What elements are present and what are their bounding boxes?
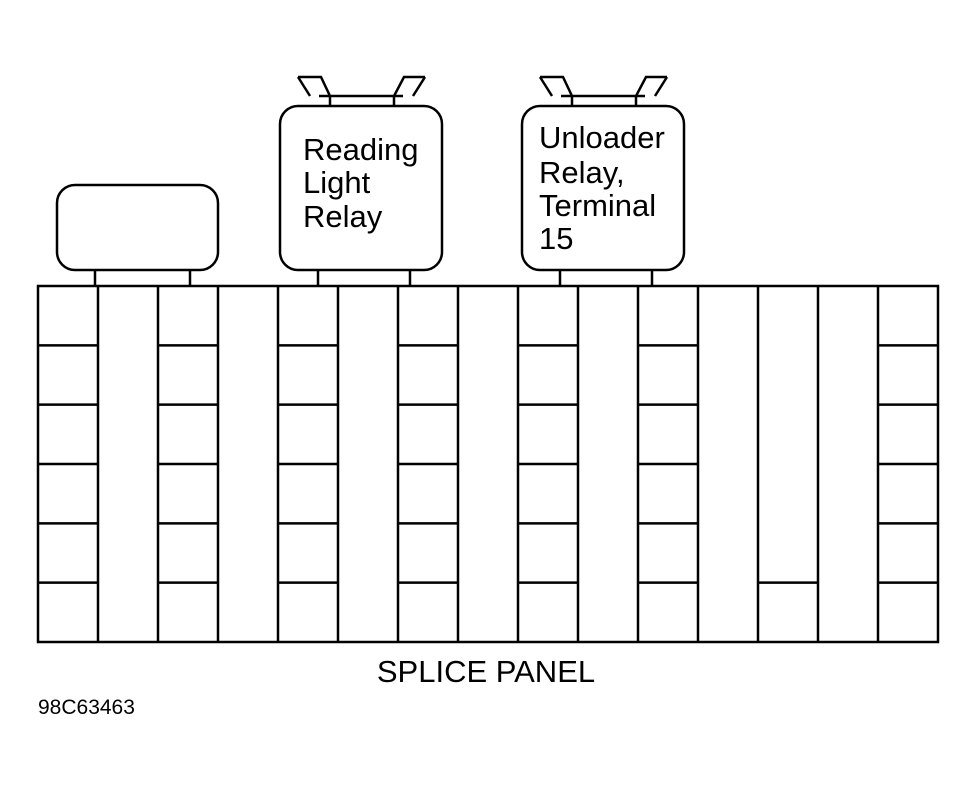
- relay-unloader-label-line4: 15: [539, 221, 573, 256]
- figure-id: 98C63463: [38, 696, 135, 719]
- relay-reading-light: Reading Light Relay: [278, 75, 444, 286]
- relay-unloader-pins: [558, 270, 654, 286]
- relay-empty-pins: [93, 270, 192, 286]
- relay-empty: [55, 183, 220, 286]
- relay-unloader-body: [520, 104, 686, 272]
- splice-panel-label: SPLICE PANEL: [377, 654, 595, 689]
- relay-unloader: Unloader Relay, Terminal 15: [520, 75, 686, 286]
- relay-unloader-label-line3: Terminal: [539, 188, 656, 223]
- relay-reading-light-label-line2: Light: [303, 165, 371, 200]
- relay-reading-light-top-connector: [296, 75, 427, 106]
- relay-unloader-top-connector: [538, 75, 669, 106]
- splice-panel-grid: [36, 284, 940, 644]
- svg-text:Reading Light Rela: Reading Light Relay: [303, 132, 427, 234]
- relay-reading-light-pins: [316, 270, 412, 286]
- relay-reading-light-label-line3: Relay: [303, 199, 383, 234]
- relay-empty-body: [55, 183, 220, 272]
- relay-reading-light-label-line1: Reading: [303, 132, 418, 167]
- svg-text:Unloader Relay, Te: Unloader Relay, Terminal 15: [539, 120, 673, 256]
- relay-unloader-label-line1: Unloader: [539, 120, 665, 155]
- relay-reading-light-body: [278, 104, 444, 272]
- relay-unloader-label-line2: Relay,: [539, 155, 625, 190]
